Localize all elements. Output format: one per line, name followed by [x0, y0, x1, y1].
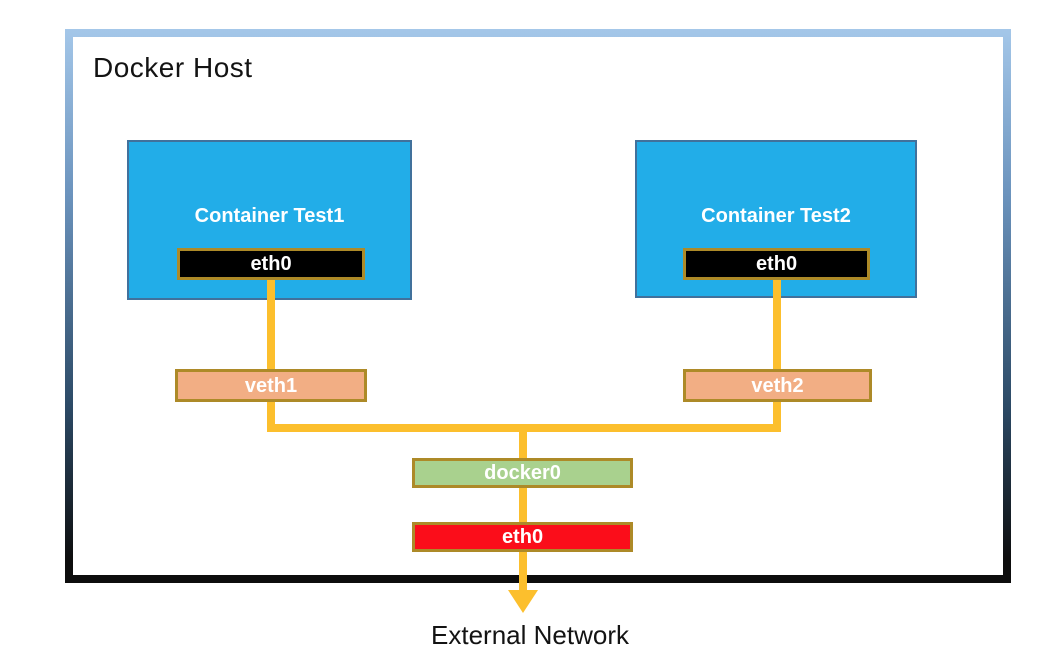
docker0-label: docker0	[484, 462, 561, 484]
container1-eth0-box: eth0	[177, 248, 365, 280]
container-test2-label: Container Test2	[701, 205, 851, 227]
connector-eth0-to-external	[519, 548, 527, 592]
container2-eth0-label: eth0	[755, 253, 798, 275]
host-eth0-label: eth0	[501, 526, 544, 548]
connector-veth2-to-bus	[773, 398, 781, 432]
arrow-down-icon	[508, 590, 538, 613]
external-network-label: External Network	[431, 620, 629, 650]
connector-bus-to-docker0	[519, 428, 527, 462]
veth1-box: veth1	[175, 369, 367, 402]
host-eth0-box: eth0	[412, 522, 633, 552]
veth2-label: veth2	[751, 374, 804, 397]
connector-container2-to-veth2	[773, 276, 781, 372]
connector-docker0-to-eth0	[519, 484, 527, 524]
docker-host-box-interior	[73, 37, 1003, 575]
container2-eth0-box: eth0	[683, 248, 870, 280]
container-test1-label: Container Test1	[194, 205, 345, 227]
docker-host-box	[65, 29, 1011, 583]
docker0-bridge-box: docker0	[412, 458, 633, 488]
connector-veth1-to-bus	[267, 398, 275, 432]
veth1-label: veth1	[244, 374, 298, 397]
connector-container1-to-veth1	[267, 276, 275, 372]
veth2-box: veth2	[683, 369, 872, 402]
container1-eth0-label: eth0	[250, 253, 292, 275]
docker-host-title: Docker Host	[93, 52, 253, 83]
